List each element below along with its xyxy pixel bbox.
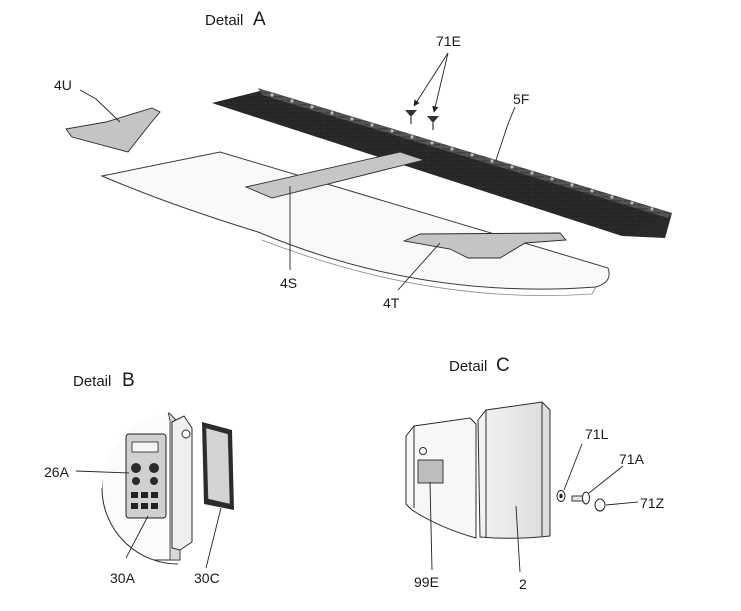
callout-4u: 4U [54, 77, 72, 93]
bracket-4u [65, 107, 161, 153]
callout-26a: 26A [44, 464, 70, 480]
hardware-71z [594, 498, 606, 512]
callout-71z: 71Z [640, 495, 665, 511]
rail-5f [212, 88, 672, 238]
callout-71e: 71E [436, 33, 461, 49]
callout-30c: 30C [194, 570, 220, 586]
detail-b-word: Detail [73, 373, 111, 390]
hardware-71a [571, 491, 590, 505]
detail-a: Detail A [54, 9, 672, 311]
callout-99e: 99E [414, 574, 439, 590]
detail-c-word: Detail [449, 358, 487, 375]
detail-c: Detail C 71L 71A 71Z 99E 2 [405, 355, 665, 592]
callout-2: 2 [519, 576, 527, 592]
detail-b: Detail B 26A 30A [44, 370, 234, 586]
bracket-4t [402, 232, 567, 259]
callout-4s: 4S [280, 275, 297, 291]
unit-2 [477, 401, 551, 539]
callout-4t: 4T [383, 295, 400, 311]
callout-71l: 71L [585, 426, 609, 442]
cover-30c [202, 422, 234, 510]
bracket-4s [244, 151, 426, 199]
detail-c-letter: C [496, 355, 510, 376]
curved-panel-edge [261, 239, 597, 296]
label-99e [417, 459, 444, 484]
detail-a-word: Detail [205, 12, 243, 29]
detail-b-letter: B [122, 370, 135, 391]
callout-5f: 5F [513, 91, 529, 107]
keypad-26a [125, 433, 167, 519]
hardware-71l [556, 490, 566, 502]
callout-30a: 30A [110, 570, 136, 586]
callout-71a: 71A [619, 451, 645, 467]
screws-71e [405, 110, 439, 130]
detail-a-letter: A [253, 9, 266, 30]
